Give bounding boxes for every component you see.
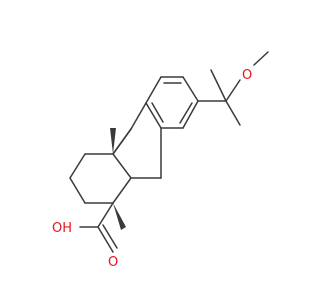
ether-oxygen-label: O bbox=[242, 68, 252, 83]
aromatic-ring bbox=[145, 76, 199, 129]
double-bond-inner-2 bbox=[179, 102, 193, 124]
methoxy-isopropyl-group: O bbox=[197, 51, 269, 126]
chemical-structure-diagram: O OH O bbox=[52, 51, 269, 270]
bond-c-to-cooh bbox=[97, 202, 114, 228]
bond-c-to-o bbox=[225, 79, 241, 102]
bond-a-6 bbox=[112, 128, 132, 155]
quaternary-methyl-wedge bbox=[113, 203, 126, 230]
bond-methyl-down bbox=[225, 100, 241, 126]
left-ring bbox=[69, 128, 132, 204]
carboxylic-acid-group: OH O bbox=[52, 202, 118, 270]
bond-c-o-double-2 bbox=[102, 224, 118, 249]
bond-aromatic-6 bbox=[145, 76, 162, 104]
bond-aromatic-2 bbox=[182, 76, 199, 102]
bond-o-to-ch3 bbox=[253, 51, 269, 66]
middle-ring bbox=[112, 102, 162, 179]
bond-methyl-up bbox=[210, 69, 227, 102]
double-bond-inner-3 bbox=[151, 102, 164, 123]
bond-a-2 bbox=[69, 153, 86, 179]
bond-c-o-double-1 bbox=[97, 226, 114, 253]
bond-a-5 bbox=[112, 177, 132, 204]
bond-aromatic-3 bbox=[182, 100, 199, 129]
hydroxyl-label: OH bbox=[52, 221, 72, 236]
carbonyl-oxygen-label: O bbox=[108, 255, 118, 270]
bond-b-1 bbox=[130, 102, 147, 130]
bond-a-3 bbox=[69, 177, 86, 204]
angular-methyl-wedge bbox=[110, 128, 116, 154]
bond-b-3 bbox=[112, 153, 132, 179]
bond-aromatic-5 bbox=[145, 102, 162, 129]
